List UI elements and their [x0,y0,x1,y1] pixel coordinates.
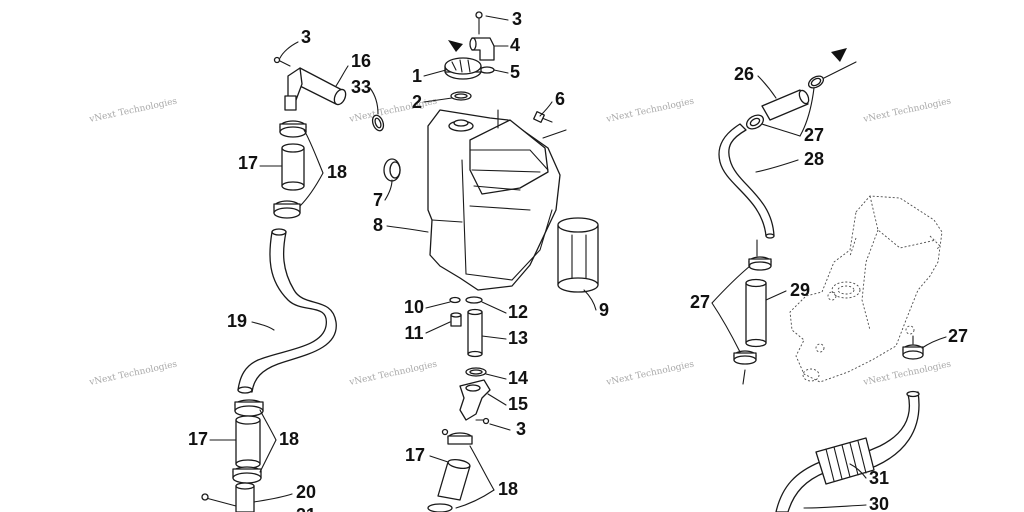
callout-30: 30 [869,494,889,512]
callout-3a: 3 [301,27,311,47]
o-ring-part-2 [450,91,472,101]
callout-27c: 27 [948,326,968,346]
callout-33: 33 [351,77,371,97]
callout-13: 13 [508,328,528,348]
callout-17c: 17 [405,445,425,465]
callout-31: 31 [869,468,889,488]
clamp-part-27c [902,344,924,360]
leader-lines [209,15,947,509]
callout-20: 20 [296,482,316,502]
callout-11: 11 [404,323,423,343]
filter-screen-part-9 [557,217,599,293]
screw-part-3b [475,11,483,35]
left-hose-assembly [201,56,385,512]
screw-part-3c [475,417,490,425]
watermark-8: vNext Technologies [862,359,953,388]
callout-18c: 18 [498,479,518,499]
callout-15: 15 [508,394,528,414]
callout-2: 2 [412,92,422,112]
callout-16: 16 [351,51,371,71]
washer-part-10 [449,296,461,304]
callout-1: 1 [412,66,422,86]
callout-18a: 18 [327,162,347,182]
callout-29: 29 [790,280,810,300]
elbow-fitting-4 [469,37,495,61]
hose-part-19 [237,228,337,394]
clamp-part-18c-bottom [427,503,453,512]
callout-5: 5 [510,62,520,82]
clamp-part-27a-right [807,75,825,89]
callout-17a: 17 [238,153,258,173]
callout-4: 4 [510,35,520,55]
grommet-part-7 [383,158,401,182]
reservoir-assembly [383,11,599,512]
right-hose-assembly [718,48,943,512]
callout-28: 28 [804,149,824,169]
hose-part-30 [775,390,920,512]
callout-8: 8 [373,215,383,235]
callout-3b: 3 [512,9,522,29]
muffler-part-31 [815,437,875,485]
tube-part-13 [467,308,483,358]
clamp-part-18c-top [441,428,473,445]
fill-cap-part-1 [444,57,482,80]
callout-27b: 27 [690,292,710,312]
clamp-part-27b-bottom [733,350,757,365]
callout-17b: 17 [188,429,208,449]
clamp-part-18a-top [279,120,307,138]
direction-arrow-right [831,48,847,62]
engine-housing-outline [789,195,943,383]
o-ring-part-14 [465,367,487,377]
callout-12: 12 [508,302,528,322]
callout-10: 10 [404,297,424,317]
callout-19: 19 [227,311,247,331]
direction-arrow-left [448,40,463,52]
hose-part-29 [745,278,767,348]
fitting-part-20 [201,482,255,512]
o-ring-part-5 [479,66,495,74]
sleeve-part-17a [281,143,305,191]
watermark-5: vNext Technologies [88,359,179,388]
callout-3c: 3 [516,419,526,439]
clamp-part-33 [371,114,385,132]
callout-18b: 18 [279,429,299,449]
callout-6: 6 [555,89,565,109]
elbow-fitting-16 [284,67,347,111]
clamp-part-18b-bottom [232,466,262,484]
o-ring-part-12 [465,296,483,304]
watermark-4: vNext Technologies [862,96,953,125]
callout-numbers: 3 16 33 17 18 19 17 18 20 21 3 4 1 5 2 6… [188,9,968,512]
watermark-1: vNext Technologies [88,96,179,125]
clamp-part-27a-left [745,114,765,130]
callout-27a: 27 [804,125,824,145]
sleeve-part-17c [437,458,471,501]
callout-7: 7 [373,190,383,210]
callout-14: 14 [508,368,528,388]
watermark-2: vNext Technologies [348,96,439,125]
flange-fitting-part-15 [459,379,491,421]
plug-part-11 [450,312,462,327]
watermark-6: vNext Technologies [348,359,439,388]
sleeve-part-26 [761,89,810,121]
clamp-part-27b-top [748,256,772,271]
reservoir-tank-part-8 [427,109,561,291]
watermark-3: vNext Technologies [605,96,696,125]
screw-part-3a [273,56,291,67]
callout-26: 26 [734,64,754,84]
watermark-7: vNext Technologies [605,359,696,388]
callout-9: 9 [599,300,609,320]
clamp-part-18a-bottom [273,200,301,219]
hose-part-28 [718,123,775,239]
sleeve-part-17b [235,415,261,469]
callout-21: 21 [296,505,316,512]
clamp-part-18b-top [234,399,264,417]
